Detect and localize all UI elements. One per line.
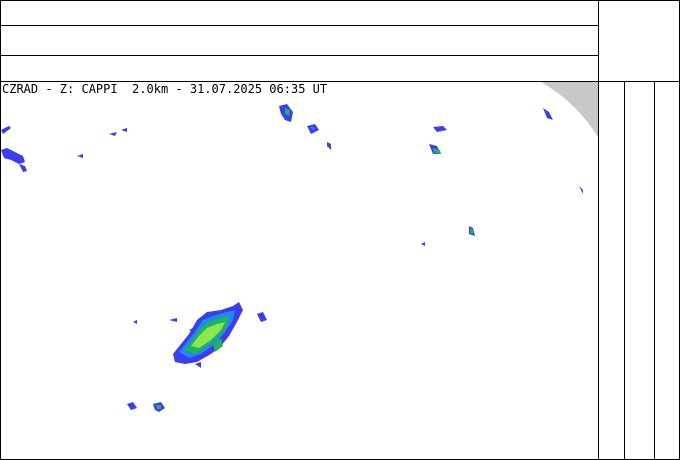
- header-row-divider-2: [0, 55, 598, 56]
- echo-cluster-main-storm: [133, 302, 267, 368]
- side-column-divider-1: [624, 81, 625, 460]
- echo-cluster-north: [279, 104, 331, 150]
- side-column-divider-2: [654, 81, 655, 460]
- frame-top-border: [0, 0, 680, 1]
- echo-cluster-southwest: [127, 402, 165, 412]
- product-title: CZRAD - Z: CAPPI 2.0km - 31.07.2025 06:3…: [2, 82, 328, 96]
- out-of-range-area: [541, 82, 598, 137]
- echo-cluster-northeast: [421, 108, 583, 246]
- header-bottom-border: [0, 81, 680, 82]
- radar-map[interactable]: [1, 82, 598, 459]
- map-right-border: [598, 0, 599, 460]
- frame-left-border: [0, 0, 1, 460]
- header-row-divider-1: [0, 25, 598, 26]
- echo-cluster-west: [1, 126, 127, 172]
